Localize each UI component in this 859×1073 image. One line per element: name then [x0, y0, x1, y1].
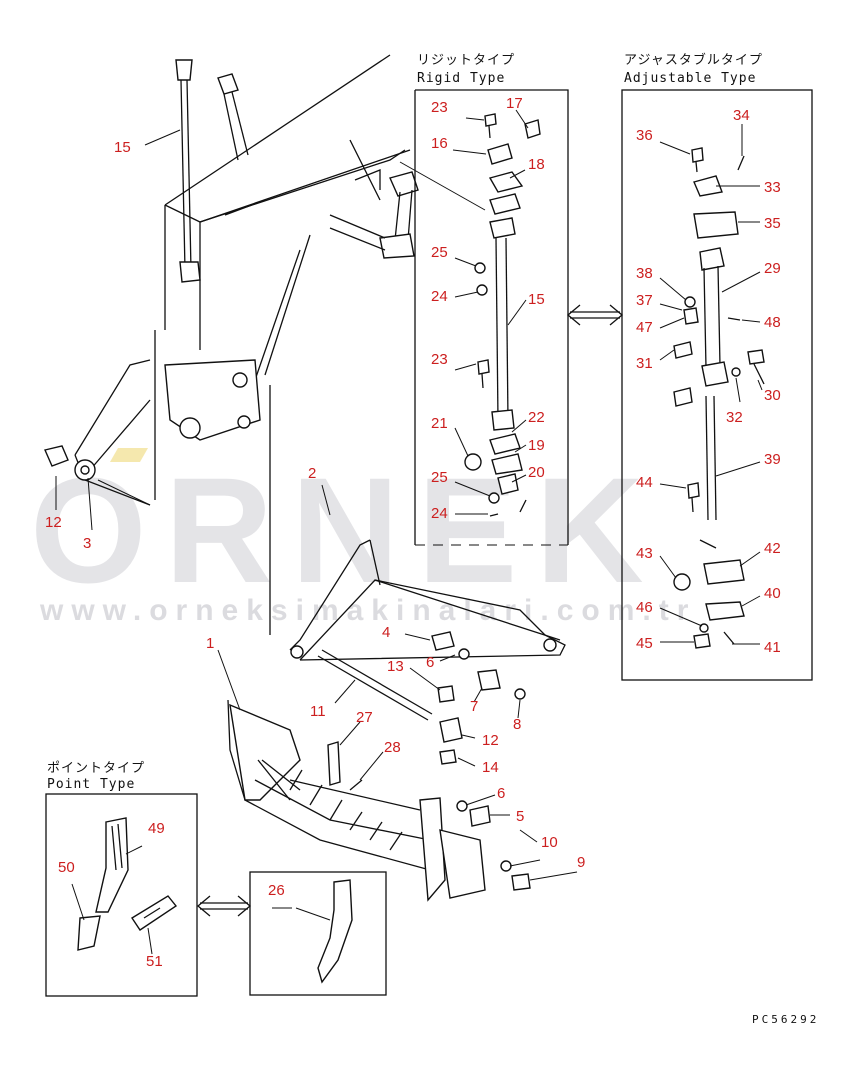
- callouts-main: 15 12 3 2 1 4 6 13 11 7 8 27 12 28 14 6 …: [45, 139, 585, 871]
- callout-43: 43: [636, 545, 653, 562]
- callout-25-rigid-low: 25: [431, 469, 448, 486]
- point-type-panel: ポイントタイプ Point Type 49 50 51: [45, 761, 198, 997]
- callout-19: 19: [528, 437, 545, 454]
- watermark: ORNEK www.orneksimakinalari.com.tr: [30, 446, 696, 627]
- callout-5: 5: [516, 808, 524, 825]
- callout-3: 3: [83, 535, 91, 552]
- rigid-title-jp: リジットタイプ: [417, 53, 515, 68]
- drawing-code: PC56292: [752, 1013, 819, 1026]
- callout-33: 33: [764, 179, 781, 196]
- callout-16: 16: [431, 135, 448, 152]
- callout-48: 48: [764, 314, 781, 331]
- callout-39: 39: [764, 451, 781, 468]
- shank-panel: 26: [249, 871, 387, 996]
- callout-41: 41: [764, 639, 781, 656]
- adjustable-title-jp: アジャスタブルタイプ: [624, 52, 763, 68]
- callout-24-rigid-top: 24: [431, 288, 448, 305]
- watermark-accent-mark: [110, 448, 148, 462]
- callout-12-main: 12: [45, 514, 62, 531]
- callout-31: 31: [636, 355, 653, 372]
- callout-8: 8: [513, 716, 521, 733]
- callout-23-rigid-top: 23: [431, 99, 448, 116]
- callout-47: 47: [636, 319, 653, 336]
- callout-1: 1: [206, 635, 214, 652]
- point-title-jp: ポイントタイプ: [47, 761, 145, 776]
- callout-40: 40: [764, 585, 781, 602]
- callout-26: 26: [268, 882, 285, 899]
- callout-9: 9: [577, 854, 585, 871]
- callout-38: 38: [636, 265, 653, 282]
- callout-24-rigid-low: 24: [431, 505, 448, 522]
- main-assembly: [44, 54, 566, 902]
- callout-49: 49: [148, 820, 165, 837]
- callout-11: 11: [310, 703, 326, 720]
- adjustable-type-panel: アジャスタブルタイプ Adjustable Type: [621, 52, 813, 681]
- double-arrow-top: [566, 304, 624, 326]
- callout-18: 18: [528, 156, 545, 173]
- callout-44: 44: [636, 474, 653, 491]
- callout-6-lower: 6: [497, 785, 505, 802]
- callout-10: 10: [541, 834, 558, 851]
- callout-28: 28: [384, 739, 401, 756]
- callout-7: 7: [470, 698, 478, 715]
- double-arrow-bottom: [196, 895, 252, 917]
- rigid-type-panel: リジットタイプ Rigid Type: [414, 53, 569, 546]
- adjustable-title-en: Adjustable Type: [624, 71, 756, 86]
- callout-45: 45: [636, 635, 653, 652]
- callout-30: 30: [764, 387, 781, 404]
- watermark-url: www.orneksimakinalari.com.tr: [39, 594, 696, 627]
- callout-34: 34: [733, 107, 750, 124]
- point-title-en: Point Type: [47, 777, 135, 792]
- callout-14: 14: [482, 759, 499, 776]
- callout-23-rigid-mid: 23: [431, 351, 448, 368]
- leader-lines-main: [55, 129, 578, 881]
- callout-36: 36: [636, 127, 653, 144]
- callout-27: 27: [356, 709, 373, 726]
- callout-15-main: 15: [114, 139, 131, 156]
- rigid-title-en: Rigid Type: [417, 71, 505, 86]
- callout-2: 2: [308, 465, 316, 482]
- callout-42: 42: [764, 540, 781, 557]
- watermark-brand: ORNEK: [30, 446, 662, 614]
- callout-51: 51: [146, 953, 163, 970]
- callout-46: 46: [636, 599, 653, 616]
- callout-25-rigid-top: 25: [431, 244, 448, 261]
- callout-17: 17: [506, 95, 523, 112]
- callout-20: 20: [528, 464, 545, 481]
- callout-32: 32: [726, 409, 743, 426]
- callout-6-upper: 6: [426, 654, 434, 671]
- callout-50: 50: [58, 859, 75, 876]
- callout-4: 4: [382, 624, 390, 641]
- callout-37: 37: [636, 292, 653, 309]
- callout-35: 35: [764, 215, 781, 232]
- callout-29: 29: [764, 260, 781, 277]
- callout-13: 13: [387, 658, 404, 675]
- callout-22: 22: [528, 409, 545, 426]
- callout-12-lower: 12: [482, 732, 499, 749]
- callout-21: 21: [431, 415, 448, 432]
- callout-15-rigid: 15: [528, 291, 545, 308]
